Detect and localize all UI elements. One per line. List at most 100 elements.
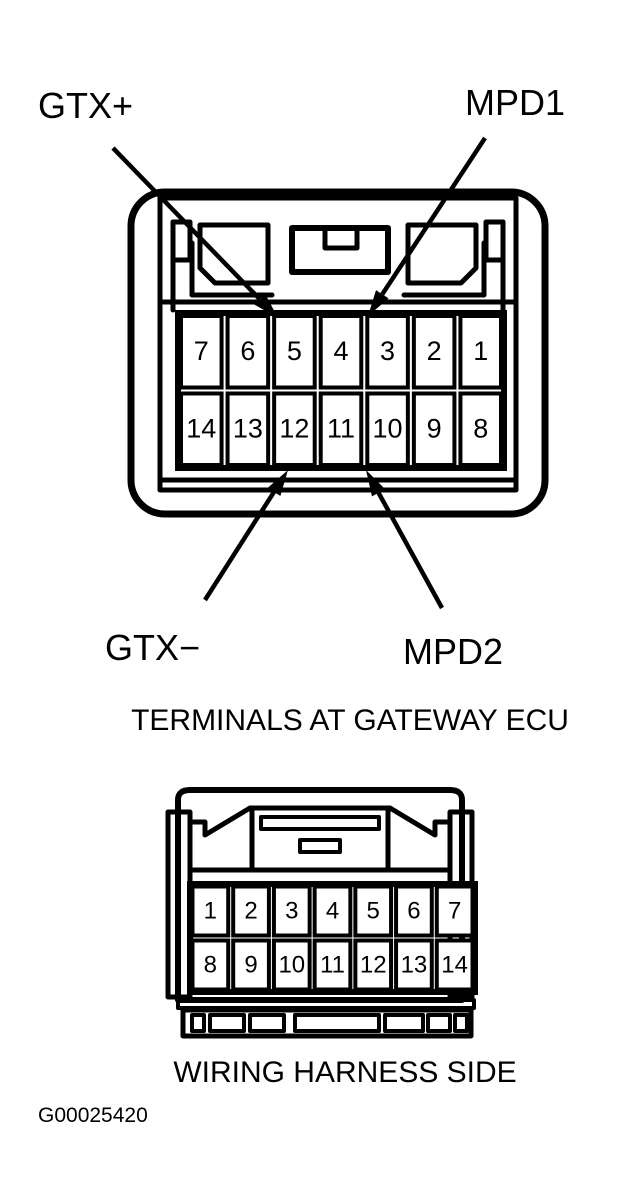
bottom-tab-slot: [190, 1013, 206, 1033]
pin-cell: [458, 314, 503, 390]
upper-pin-grid: 7 6 5 4 3 2 1 14 13 12 11 10 9 8: [175, 310, 507, 471]
pin-cell: [365, 314, 410, 390]
pin-number: 8: [473, 413, 488, 443]
pin-cell: [394, 884, 434, 938]
pin-cell: [272, 314, 317, 390]
pin-cell: [318, 314, 364, 390]
pin-number: 4: [333, 336, 348, 366]
upper-pin-grid-outline: [175, 310, 507, 471]
upper-left-rail-notch: [170, 219, 193, 263]
pin-number: 13: [233, 413, 263, 443]
pin-number: 6: [240, 336, 255, 366]
callout-leader-line: [376, 491, 444, 610]
pin-cell: [312, 884, 353, 938]
pin-cell: [411, 314, 457, 390]
pin-number: 11: [320, 951, 345, 978]
callout-label: GTX+: [38, 85, 133, 126]
pin-cell: [411, 391, 457, 467]
pin-cell: [231, 938, 271, 992]
pin-number: 5: [287, 336, 302, 366]
bottom-tab-slot: [426, 1013, 452, 1033]
pin-cell: [231, 884, 271, 938]
pin-number: 14: [441, 951, 468, 978]
upper-connector-caption: TERMINALS AT GATEWAY ECU: [131, 704, 569, 737]
bottom-tab-slot: [453, 1013, 469, 1033]
pin-number: 1: [473, 336, 488, 366]
upper-right-rail-notch: [483, 219, 506, 263]
pin-number: 3: [285, 897, 298, 924]
callout-label: GTX−: [105, 627, 200, 668]
lower-connector-outer-body: [175, 787, 465, 1003]
lower-center-latch-tab: [298, 838, 342, 854]
pin-number: 14: [186, 413, 216, 443]
bottom-tab-slot: [383, 1013, 425, 1033]
pin-cell: [353, 884, 394, 938]
pin-cell: [318, 391, 364, 467]
pin-cell: [272, 391, 317, 467]
callout-leader-line: [111, 146, 262, 301]
upper-left-guide-outline: [189, 240, 275, 298]
pin-cell: [434, 884, 475, 938]
upper-connector-top-bar: [160, 193, 516, 200]
pin-cell: [353, 938, 394, 992]
pin-cell: [225, 314, 271, 390]
pin-number: 11: [327, 413, 355, 443]
pin-number: 10: [373, 413, 403, 443]
pin-number: 2: [427, 336, 442, 366]
pin-cell: [225, 391, 271, 467]
pin-number: 9: [427, 413, 442, 443]
bottom-tab-slot: [293, 1013, 381, 1033]
pin-number: 13: [401, 951, 428, 978]
pin-number: 6: [407, 897, 420, 924]
pin-number: 12: [360, 951, 387, 978]
callout-leader-line: [203, 490, 276, 602]
pin-cell: [271, 938, 312, 992]
upper-center-latch-notch: [322, 225, 360, 251]
upper-connector-outer-housing: [127, 188, 549, 518]
pin-number: 8: [204, 951, 217, 978]
lower-center-latch-housing: [249, 805, 391, 873]
pin-number: 9: [244, 951, 257, 978]
bottom-tab-slot: [208, 1013, 246, 1033]
pin-number: 5: [367, 897, 380, 924]
pin-cell: [271, 884, 312, 938]
pin-number: 7: [194, 336, 209, 366]
callout-leader-line: [380, 136, 487, 296]
pin-number: 12: [279, 413, 309, 443]
pin-number: 7: [448, 897, 461, 924]
bottom-tab-slot: [248, 1013, 286, 1033]
pin-number: 1: [204, 897, 217, 924]
lower-bottom-tab-strip: [180, 1007, 474, 1039]
pin-cell: [179, 391, 224, 467]
pin-number: 4: [326, 897, 339, 924]
lower-bottom-tab-slots: [190, 1013, 469, 1033]
figure-id-label: G00025420: [38, 1104, 148, 1127]
pin-number: 3: [380, 336, 395, 366]
pin-number: 10: [278, 951, 305, 978]
pin-number: 2: [244, 897, 257, 924]
upper-right-guide-shape: [405, 222, 479, 286]
upper-callout-leaders: [111, 136, 487, 610]
pin-cell: [190, 884, 231, 938]
pin-cell: [312, 938, 353, 992]
callout-label: MPD2: [403, 631, 503, 672]
callout-label: MPD1: [465, 82, 565, 123]
pin-cell: [365, 391, 410, 467]
pin-cell: [458, 391, 503, 467]
lower-connector-caption: WIRING HARNESS SIDE: [173, 1056, 516, 1089]
pin-cell: [190, 938, 231, 992]
callout-arrowhead: [254, 294, 278, 318]
upper-right-guide-outline: [401, 240, 487, 298]
pin-cell: [394, 938, 434, 992]
pin-cell: [434, 938, 475, 992]
callout-arrowhead: [368, 290, 389, 316]
pin-cell: [179, 314, 224, 390]
lower-pin-grid-outline: [187, 881, 478, 995]
